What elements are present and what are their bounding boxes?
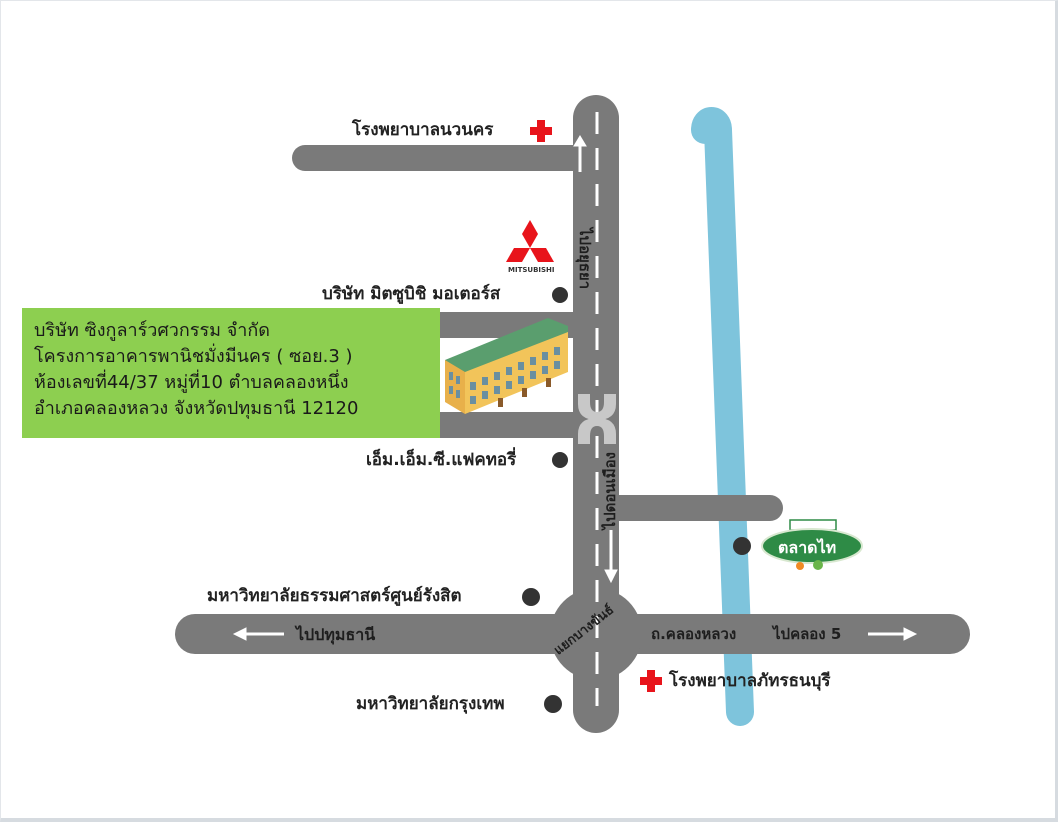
hospital-icon-top <box>530 120 552 142</box>
company-name: บริษัท ซิงกูลาร์วศวกรรม จำกัด <box>34 320 270 341</box>
road-label-to-ayutthaya: ไปอยุธยา <box>576 228 594 290</box>
label-bangkok-university: มหาวิทยาลัยกรุงเทพ <box>356 694 505 714</box>
label-hospital-phatara-thonburi: โรงพยาบาลภัทรธนบุรี <box>669 671 831 691</box>
project-name: โครงการอาคารพานิชมั่งมีนคร ( ซอย.3 ) <box>34 346 353 367</box>
poi-dot-mmc-factory <box>552 452 568 468</box>
building-illustration <box>445 318 568 414</box>
label-hospital-nawanakorn: โรงพยาบาลนวนคร <box>352 120 494 140</box>
address-line-1: ห้องเลขที่44/37 หมู่ที่10 ตำบลคลองหนึ่ง <box>34 372 349 393</box>
arrow-south-icon <box>604 530 618 584</box>
hospital-icon-bottom <box>640 670 662 692</box>
company-info-box: บริษัท ซิงกูลาร์วศวกรรม จำกัด โครงการอาค… <box>22 308 440 438</box>
arrow-east-icon <box>868 627 918 641</box>
arrow-north-icon <box>573 135 587 172</box>
road-label-khlong-luang: ถ.คลองหลวง <box>651 625 737 643</box>
label-thammasat-university: มหาวิทยาลัยธรรมศาสตร์ศูนย์รังสิต <box>207 586 462 606</box>
road-label-to-khlong-5: ไปคลอง 5 <box>773 625 842 643</box>
road-label-to-don-mueang: ไปดอนเมือง <box>601 452 619 530</box>
poi-dot-talad-thai <box>733 537 751 555</box>
talad-thai-logo <box>761 519 863 570</box>
label-mmc-factory: เอ็ม.เอ็ม.ซี.แฟคทอรี่ <box>366 450 517 470</box>
label-mitsubishi-motors: บริษัท มิตซูบิชิ มอเตอร์ส <box>322 284 501 304</box>
poi-dot-bangkok-univ <box>544 695 562 713</box>
river <box>691 107 754 726</box>
road-soi-lower <box>440 412 590 438</box>
mitsubishi-logo-text: MITSUBISHI <box>508 266 555 274</box>
poi-dot-mitsubishi <box>552 287 568 303</box>
road-label-to-pathum-thani: ไปปทุมธานี <box>296 625 376 644</box>
poi-dot-thammasat <box>522 588 540 606</box>
label-talad-thai: ตลาดไท <box>778 538 837 557</box>
address-line-2: อำเภอคลองหลวง จังหวัดปทุมธานี 12120 <box>34 398 359 419</box>
overpass-icon <box>578 394 616 444</box>
mitsubishi-logo-icon <box>506 220 554 262</box>
arrow-west-icon <box>232 627 284 641</box>
